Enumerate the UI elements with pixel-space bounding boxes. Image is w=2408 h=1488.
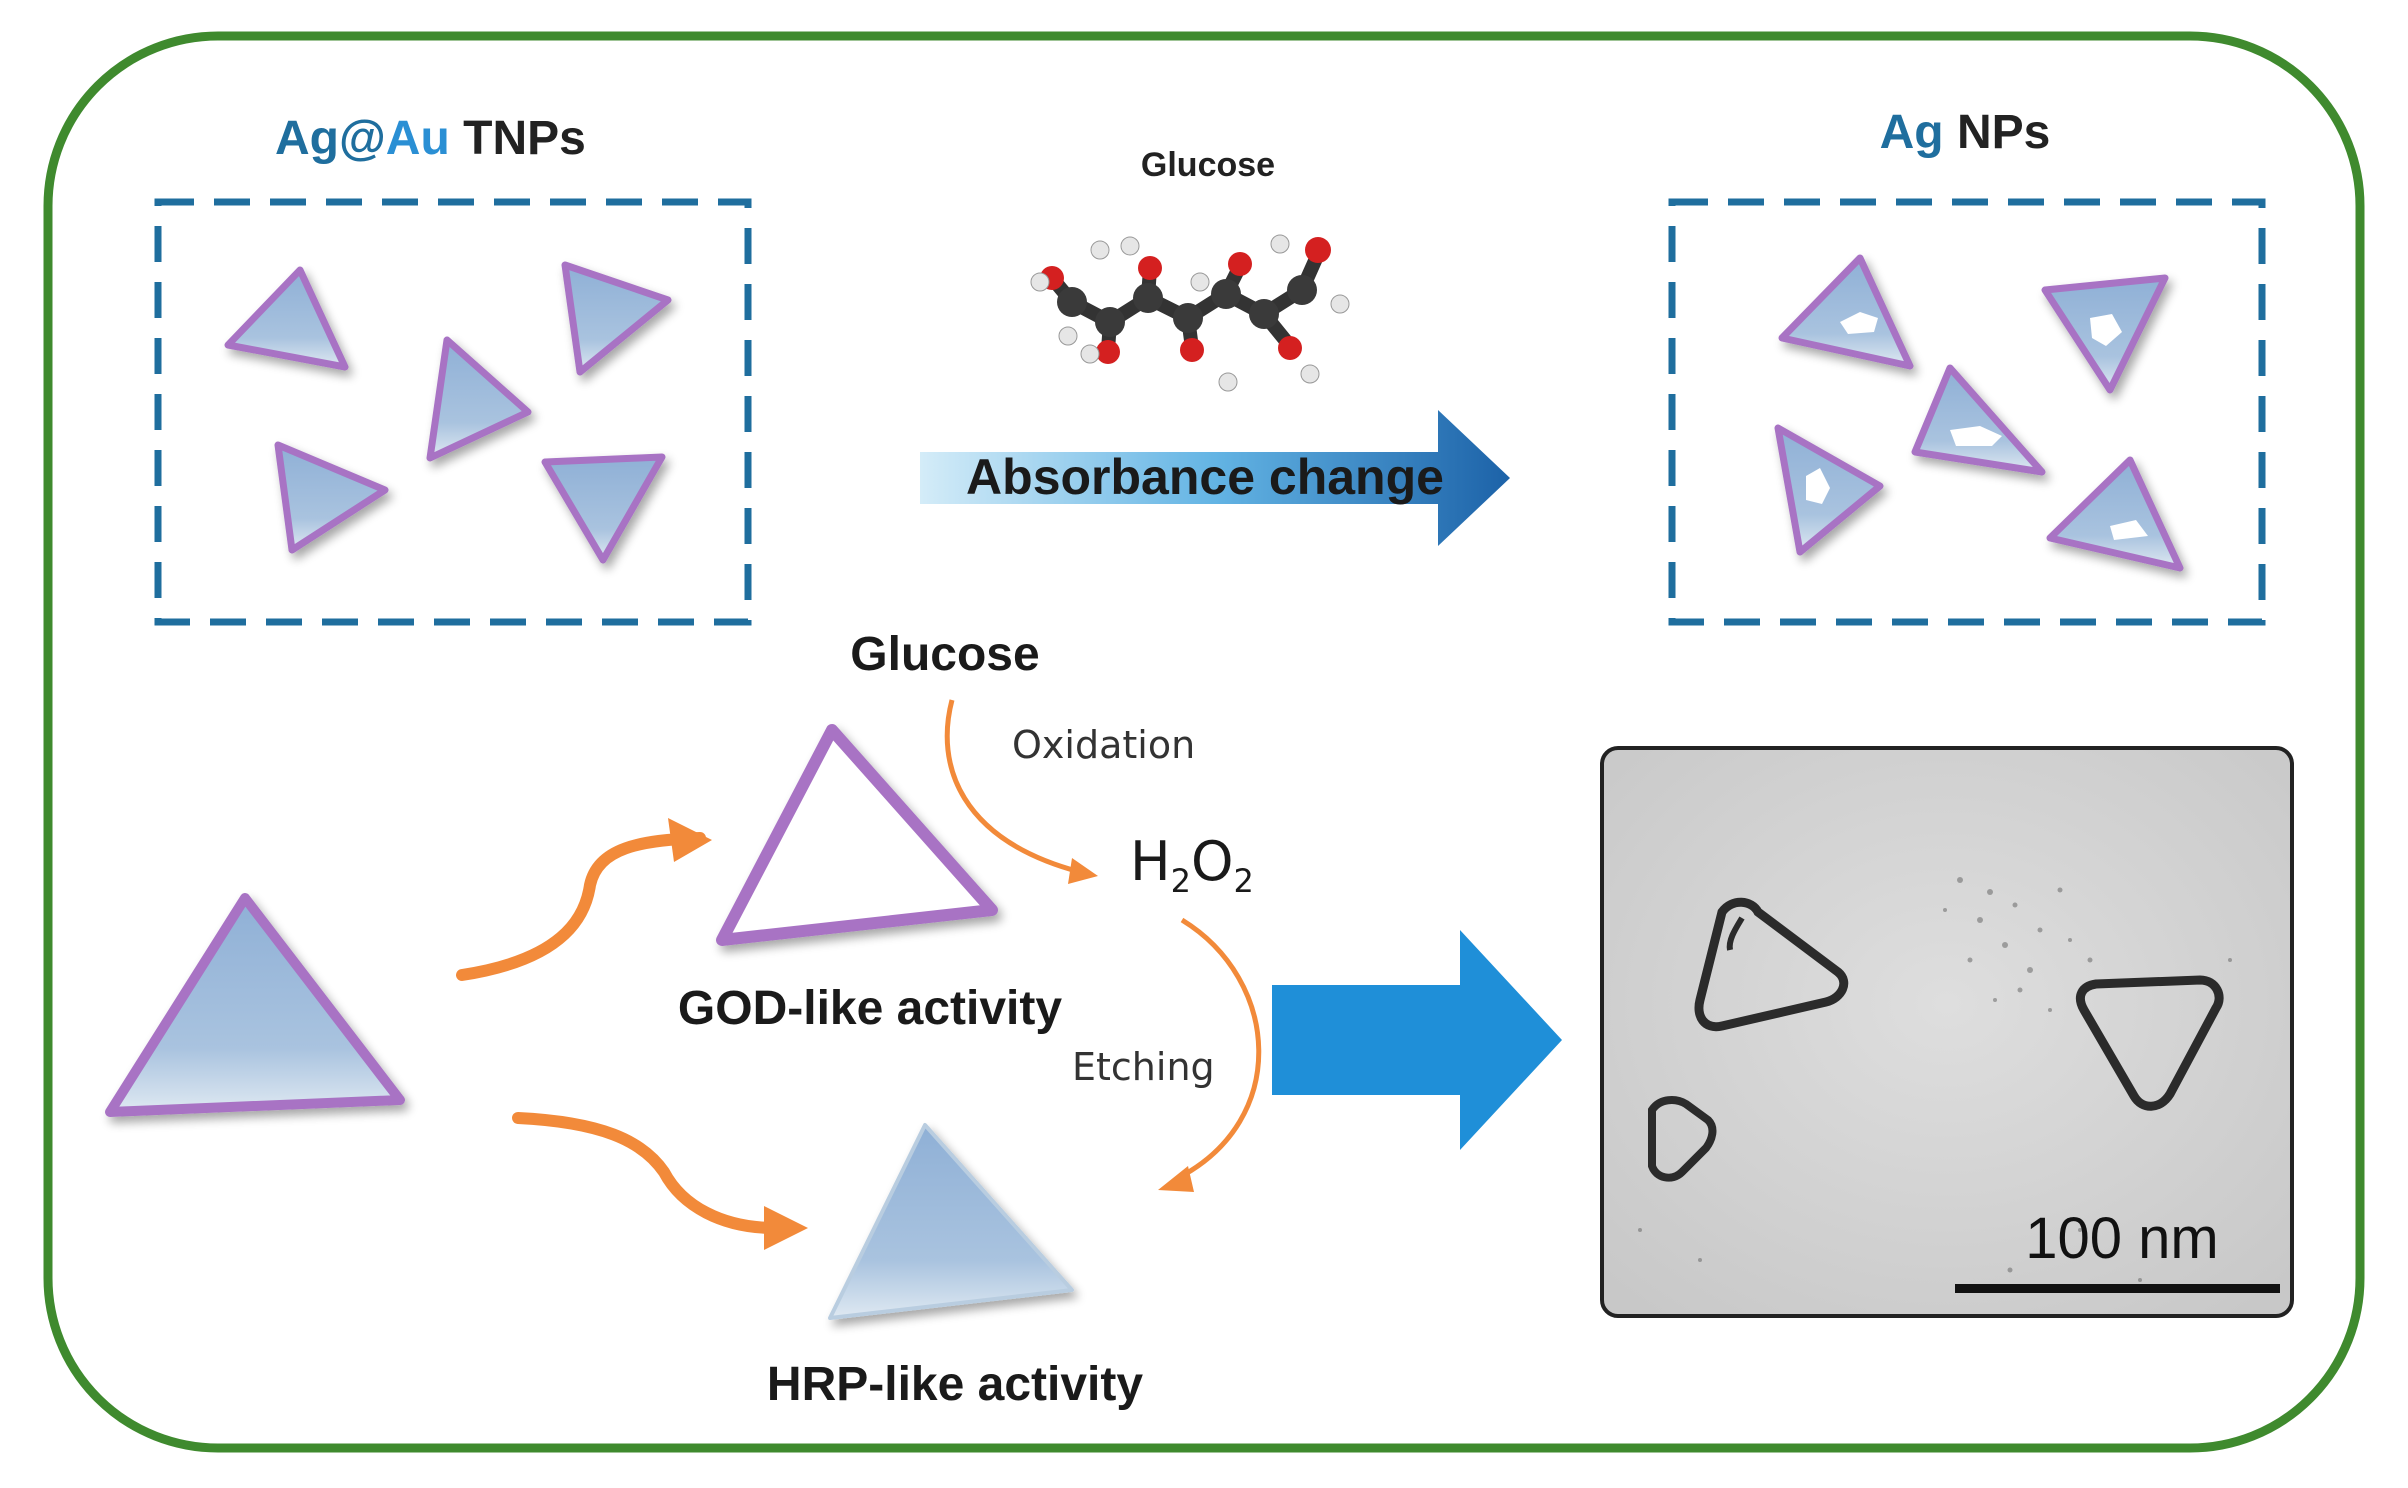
orange-arrow-god bbox=[456, 832, 706, 981]
agau-title-at: @ bbox=[339, 112, 386, 165]
agnp-title: Ag NPs bbox=[1880, 106, 2051, 159]
scale-bar bbox=[1955, 1284, 2280, 1293]
absorbance-arrow bbox=[920, 410, 1510, 546]
agau-title-rest: TNPs bbox=[450, 112, 586, 165]
agau-triangles bbox=[224, 261, 672, 564]
etching-arrowhead bbox=[1158, 1166, 1194, 1192]
tnp-triangle bbox=[426, 336, 532, 462]
etching-arrow bbox=[1176, 917, 1262, 1181]
orange-arrowhead-hrp bbox=[764, 1206, 808, 1250]
orange-arrow-hrp bbox=[512, 1112, 781, 1234]
agau-title-au: Au bbox=[386, 112, 450, 165]
absorbance-label: Absorbance change bbox=[966, 449, 1444, 505]
agnp-title-rest: NPs bbox=[1944, 106, 2051, 159]
orange-arrowhead-god bbox=[668, 818, 712, 862]
h2o2-sub2: 2 bbox=[1233, 862, 1253, 900]
outer-border bbox=[43, 31, 2365, 1453]
agnp-triangle bbox=[1778, 254, 1914, 370]
etching-label: Etching bbox=[1072, 1045, 1215, 1089]
h2o2-o: O bbox=[1191, 830, 1234, 893]
tem-image: 100 nm bbox=[1600, 746, 2294, 1318]
hrp-solid-triangle bbox=[828, 1123, 1074, 1320]
h2o2-label: H2O2 bbox=[1130, 830, 1254, 900]
oxidation-label: Oxidation bbox=[1012, 723, 1195, 767]
glucose-label: Glucose bbox=[850, 628, 1039, 681]
tnp-triangle bbox=[541, 453, 666, 564]
scale-bar-label: 100 nm bbox=[2025, 1206, 2218, 1271]
big-triangle bbox=[105, 893, 405, 1117]
agau-title: Ag@Au TNPs bbox=[275, 112, 586, 165]
tem-particle bbox=[1694, 897, 1849, 1032]
glucose-molecule-icon bbox=[1030, 234, 1350, 392]
tem-particle bbox=[1648, 1096, 1717, 1182]
agnp-triangles bbox=[1774, 254, 2184, 572]
tnp-triangle bbox=[224, 266, 349, 371]
tnp-triangle bbox=[274, 441, 389, 554]
h2o2-h: H bbox=[1130, 830, 1171, 893]
tnp-triangle bbox=[561, 261, 672, 376]
tem-particle bbox=[2076, 975, 2224, 1111]
agnp-triangle bbox=[2046, 456, 2184, 572]
molecule-label: Glucose bbox=[1141, 146, 1275, 184]
agau-dashed-box bbox=[154, 198, 752, 626]
agnp-dashed-box bbox=[1668, 198, 2266, 626]
god-label: GOD-like activity bbox=[678, 982, 1062, 1035]
etched-holes bbox=[1806, 312, 2148, 540]
god-hollow-triangle bbox=[716, 724, 998, 946]
h2o2-sub1: 2 bbox=[1171, 862, 1191, 900]
hrp-label: HRP-like activity bbox=[767, 1358, 1143, 1411]
agau-title-ag: Ag bbox=[275, 112, 339, 165]
agnp-triangle bbox=[1911, 364, 2046, 476]
agnp-title-ag: Ag bbox=[1880, 106, 1944, 159]
big-blue-arrow bbox=[1272, 930, 1562, 1150]
oxidation-arrow bbox=[944, 699, 1081, 875]
oxidation-arrowhead bbox=[1068, 858, 1098, 884]
